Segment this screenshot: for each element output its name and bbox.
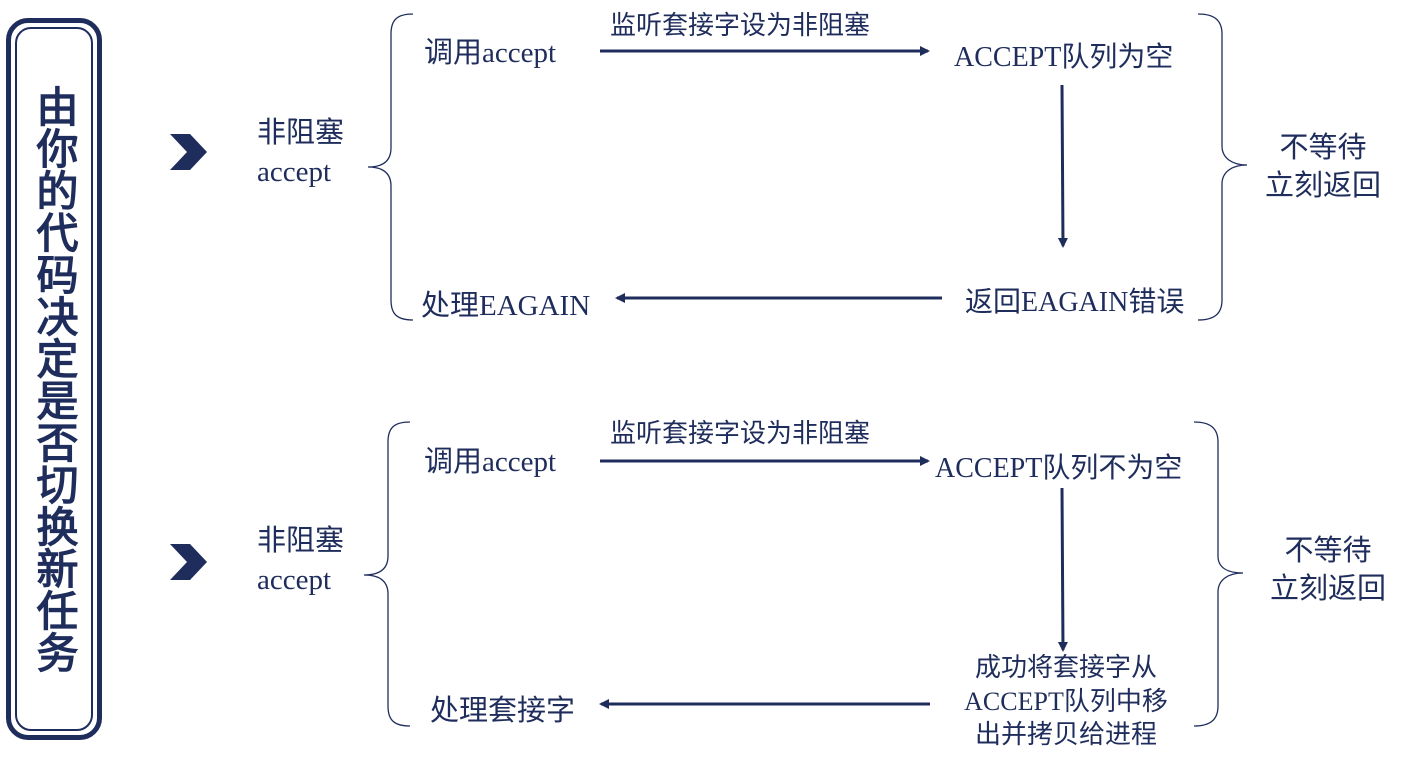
handle-label: 处理EAGAIN [421,288,591,322]
result-note: 不等待 立刻返回 [1265,130,1382,202]
result-description: 成功将套接字从 ACCEPT队列中移 出并拷贝给进程 [964,653,1168,750]
queue-state-label: ACCEPT队列不为空 [935,451,1183,484]
left-brace [363,421,411,727]
mode-label: 非阻塞 accept [257,523,345,596]
transition-label: 监听套接字设为非阻塞 [610,11,871,41]
queue-state-label: ACCEPT队列为空 [954,40,1174,73]
right-brace [1197,13,1248,321]
arrow-queue-to-return [1057,84,1068,248]
chevron-icon [170,544,207,580]
arrow-queue-to-result [1057,487,1068,652]
transition-label: 监听套接字设为非阻塞 [610,419,871,449]
left-brace [367,13,414,321]
call-accept-label: 调用accept [424,35,557,69]
result-note: 不等待 立刻返回 [1270,533,1387,605]
chevron-icon [170,134,207,170]
call-accept-label: 调用accept [424,444,557,478]
mode-label: 非阻塞 accept [257,115,345,188]
return-state-label: 返回EAGAIN错误 [965,285,1185,318]
side-banner-text: 由你的代码决定是否切换新任务 [30,85,79,673]
handle-label: 处理套接字 [430,693,576,727]
right-brace [1193,421,1244,727]
side-banner-frame: 由你的代码决定是否切换新任务 [15,27,93,731]
side-banner: 由你的代码决定是否切换新任务 [6,18,102,740]
